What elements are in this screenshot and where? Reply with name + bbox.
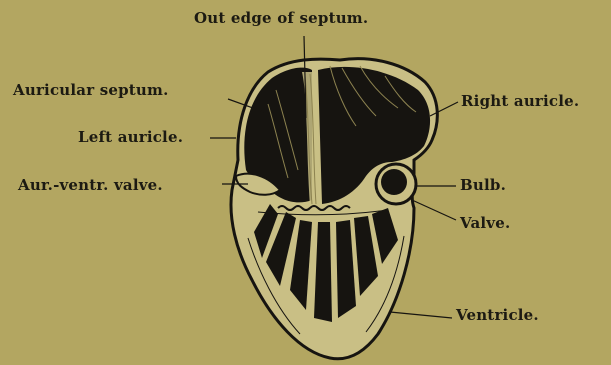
label-left-auricle: Left auricle. [78, 128, 183, 146]
label-valve: Valve. [460, 214, 510, 232]
label-bulb: Bulb. [460, 176, 506, 194]
label-out-edge-of-septum: Out edge of septum. [194, 9, 368, 27]
label-auricular-septum: Auricular septum. [13, 81, 169, 99]
label-aur-ventr-valve: Aur.-ventr. valve. [18, 176, 163, 194]
label-ventricle: Ventricle. [456, 306, 539, 324]
label-right-auricle: Right auricle. [461, 92, 579, 110]
bulb-lumen [381, 169, 407, 195]
